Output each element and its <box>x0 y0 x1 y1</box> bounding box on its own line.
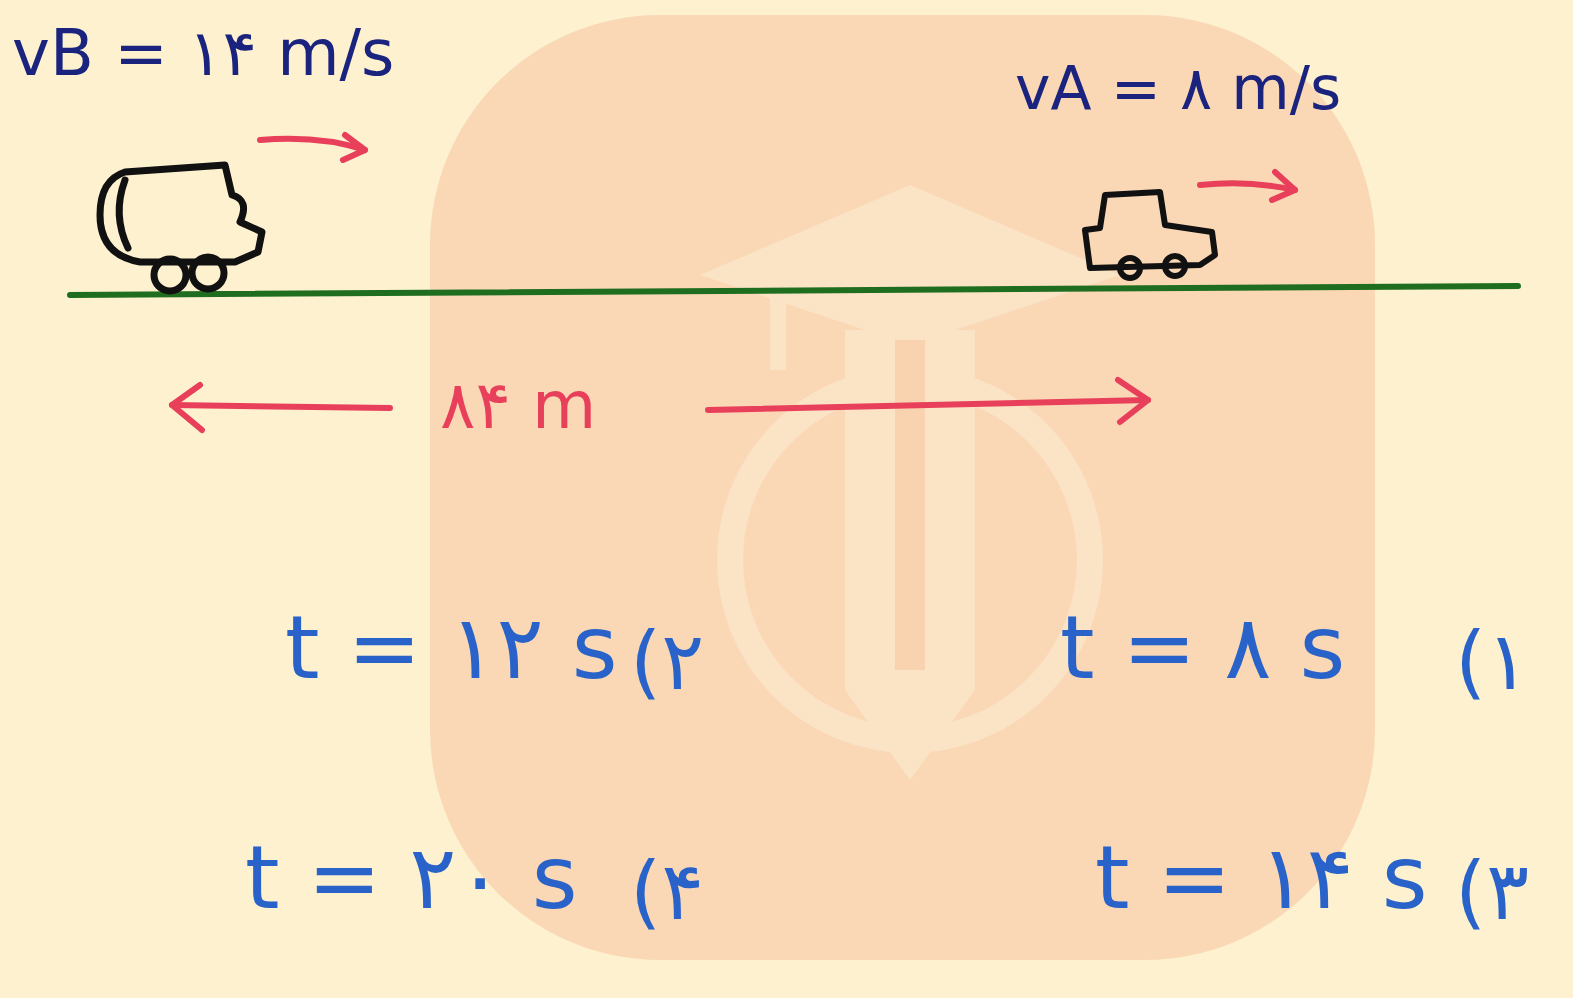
watermark-logo <box>430 15 1375 960</box>
option-number: ۲) <box>630 618 704 706</box>
velocity-arrow <box>260 135 1295 200</box>
option-number: ۱) <box>1455 618 1529 706</box>
option-number: ۳) <box>1455 848 1529 936</box>
answer-option: t = ۱۲ s <box>285 600 618 697</box>
answer-option: t = ۱۴ s <box>1095 830 1428 927</box>
quantity-label: vB = ۱۴ m/s <box>12 18 394 88</box>
quantity-label: vA = ۸ m/s <box>1015 55 1341 121</box>
option-number: ۴) <box>630 848 704 936</box>
truck-b <box>100 165 262 291</box>
quantity-label: ۸۴ m <box>440 370 596 443</box>
car-a <box>1085 192 1215 278</box>
answer-option: t = ۲۰ s <box>245 830 578 927</box>
answer-option: t = ۸ s <box>1060 600 1345 697</box>
ground-line <box>70 286 1518 295</box>
dimension-arrow <box>172 380 1148 430</box>
